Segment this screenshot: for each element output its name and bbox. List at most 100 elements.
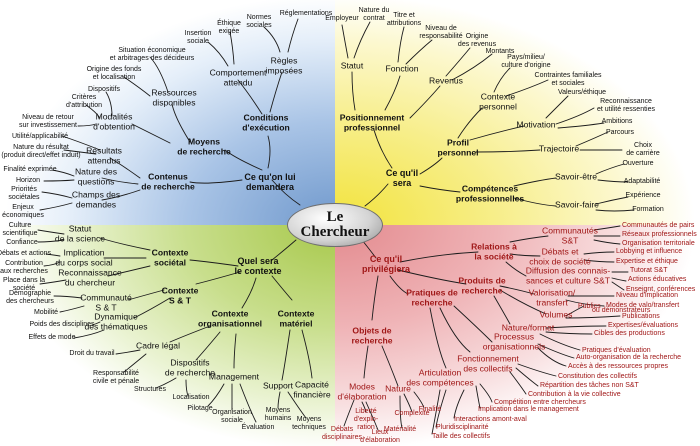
node-experience: Expérience (625, 192, 661, 199)
link-savoirfaire-experience (595, 196, 629, 205)
link-contexte-contraintes (505, 79, 549, 97)
node-competition-chercheurs: Compétition entre chercheurs (494, 399, 586, 406)
node-revenus[interactable]: Revenus (429, 75, 463, 86)
node-parcours: Parcours (605, 129, 635, 136)
node-fonction[interactable]: Fonction (385, 63, 419, 74)
link-communautes-pairs (593, 225, 621, 231)
node-trajectoire[interactable]: Trajectoire (538, 143, 580, 154)
link-mat-support (281, 329, 291, 381)
link-motivation-ambitions (557, 122, 605, 129)
node-savoir-faire[interactable]: Savoir-faire (555, 199, 599, 210)
node-expertises-evaluations: Expertises/évaluations (608, 322, 679, 329)
node-support[interactable]: Support (262, 380, 294, 391)
node-nature[interactable]: Nature (385, 383, 411, 394)
link-resultats-nature (63, 149, 97, 155)
node-horizon: Horizon (15, 177, 41, 184)
node-publications: Publications (622, 313, 660, 320)
node-statut[interactable]: Statut (340, 60, 364, 71)
node-structures: Structures (134, 386, 166, 393)
link-fonctionnement-contribution (509, 371, 527, 395)
node-pilotage: Pilotage (187, 405, 213, 412)
node-valorisation-transfert[interactable]: Valorisation/transfert (528, 287, 576, 307)
link-debats-lobbying (583, 251, 615, 255)
node-reglementations: Réglementations (279, 10, 333, 17)
node-droit-du-travail: Droit du travail (69, 350, 115, 357)
node-management[interactable]: Management (208, 371, 260, 382)
link-volumes-publications (565, 315, 621, 319)
node-acces-ressources: Accès à des ressources propres (568, 363, 668, 370)
link-profil-trajectoire (475, 149, 541, 153)
link-dynamique-effets (73, 329, 105, 339)
node-cadre-legal[interactable]: Cadre légal (136, 340, 180, 351)
link-trajectoire-parcours (575, 131, 609, 147)
link-diffusion-enseignement (611, 281, 625, 291)
node-volumes[interactable]: Volumes (539, 309, 573, 320)
link-articulation-taille (431, 389, 441, 435)
node-taille-collectifs: Taille des collectifs (432, 433, 490, 440)
link-contexte-org (241, 277, 257, 309)
node-savoir-etre[interactable]: Savoir-être (554, 171, 598, 182)
node-nature-format[interactable]: Nature/format (501, 322, 555, 333)
link-modes-lieux (365, 401, 379, 431)
node-diffusion-connaissances[interactable]: Diffusion des connais-sances et culture … (525, 265, 611, 285)
node-finalite: Finalité (418, 406, 442, 413)
link-positionnement-statut (351, 71, 356, 111)
link-nature-finalite (51, 169, 75, 177)
link-articulation-competition (479, 383, 493, 403)
node-dispositifs: Dispositifs (88, 86, 120, 93)
link-priv-pratiques (389, 275, 409, 295)
node-employeur: Employeur (325, 15, 359, 22)
link-ressources-situation (149, 56, 169, 93)
link-nature-finalite (413, 391, 425, 409)
link-nature-horizon (43, 179, 75, 182)
link-contexte-societal (189, 259, 239, 267)
link-objets-modes (363, 345, 369, 379)
link-moyens-modalites (131, 123, 171, 144)
link-st-communaute (127, 289, 165, 301)
node-motivation[interactable]: Motivation (516, 119, 556, 130)
